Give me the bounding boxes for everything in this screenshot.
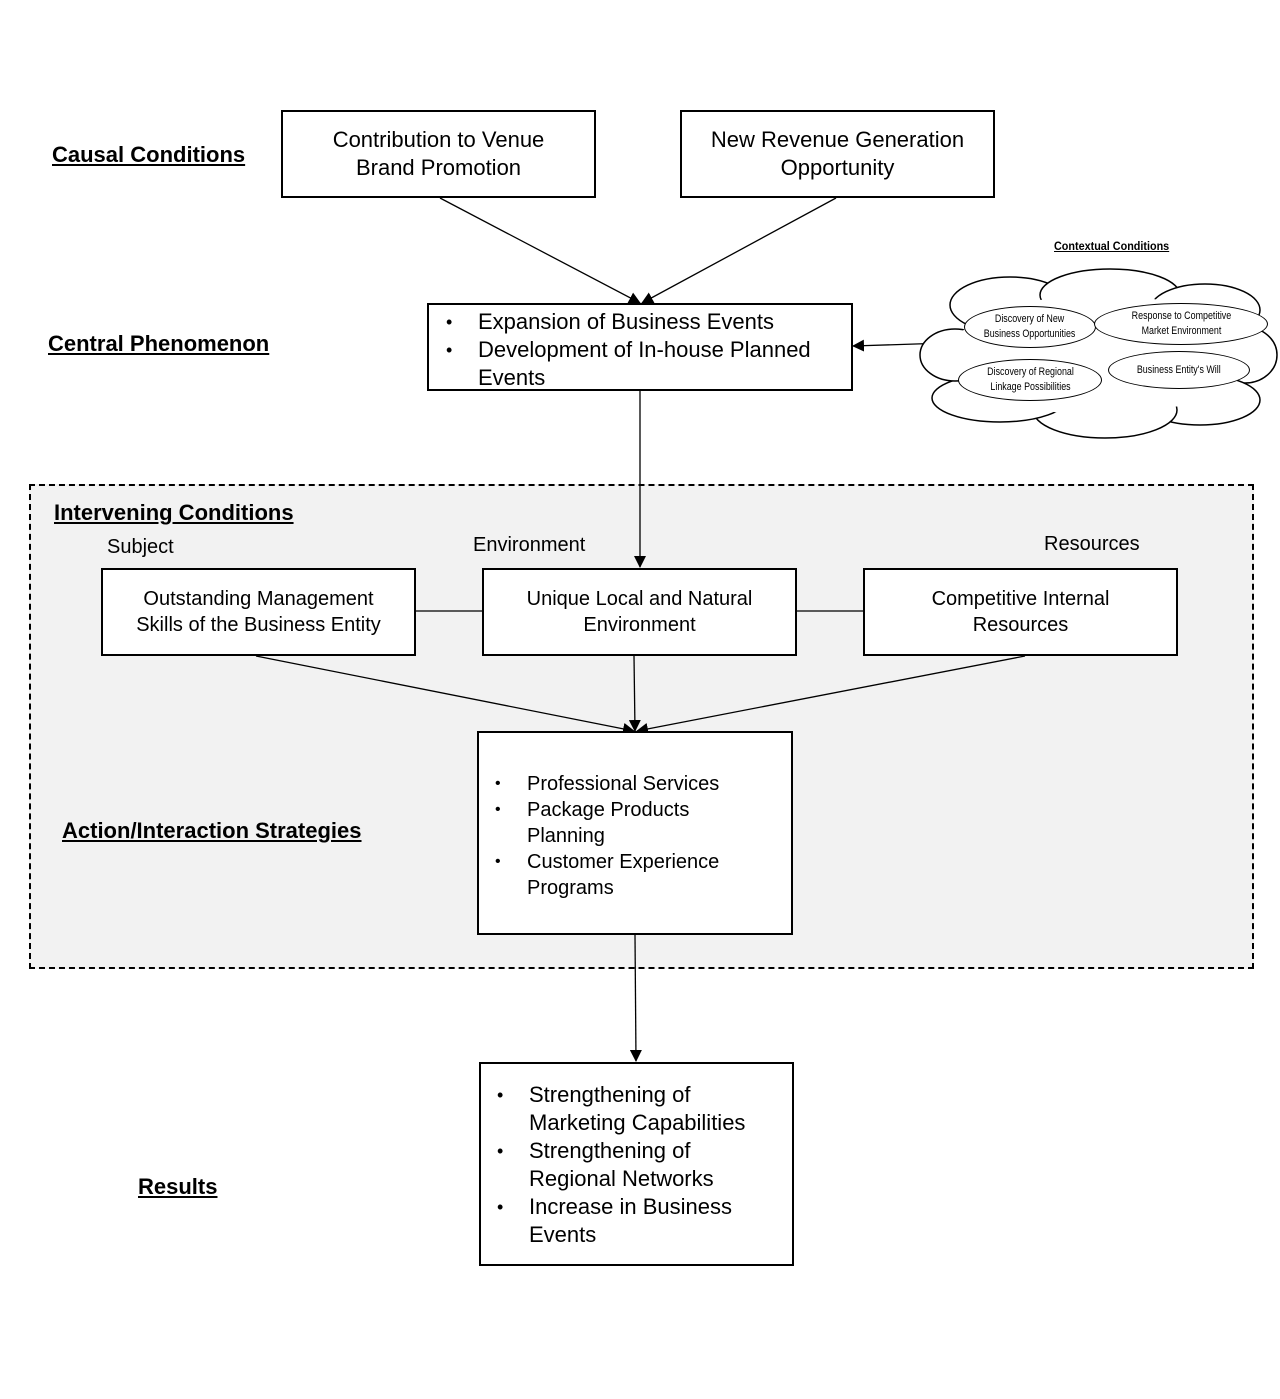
subject-box: Outstanding Management Skills of the Bus… <box>101 568 416 656</box>
resources-box: Competitive Internal Resources <box>863 568 1178 656</box>
results-label: Results <box>138 1174 218 1199</box>
causal-conditions-label: Causal Conditions <box>52 142 246 167</box>
ellipse-text-line: Discovery of Regional <box>986 366 1074 378</box>
environment-box: Unique Local and Natural Environment <box>482 568 797 656</box>
box-text-line: Resources <box>972 614 1069 636</box>
strategies-box: • Professional Services • Package Produc… <box>477 731 793 935</box>
bullet-glyph: • <box>497 1085 504 1105</box>
causal-box-revenue: New Revenue Generation Opportunity <box>680 110 995 198</box>
bullet-glyph: • <box>446 340 453 360</box>
list-item: • Increase in Business Events <box>481 1193 792 1249</box>
ellipse-text-line: Business Opportunities <box>984 328 1076 340</box>
ellipse-text-line: Discovery of New <box>995 313 1065 325</box>
list-item-text: Marketing Capabilities <box>529 1110 746 1135</box>
central-phenomenon-list: • Expansion of Business Events • Develop… <box>429 305 851 392</box>
list-item-text: Strengthening of <box>529 1138 691 1163</box>
bullet-glyph: • <box>446 312 453 332</box>
subject-label: Subject <box>107 536 174 558</box>
list-item-text: Professional Services <box>527 773 720 795</box>
list-item: • Development of In-house Planned Events <box>429 336 851 392</box>
central-phenomenon-box: • Expansion of Business Events • Develop… <box>427 303 853 391</box>
list-item-text: Strengthening of <box>529 1082 691 1107</box>
action-interaction-strategies-label: Action/Interaction Strategies <box>62 818 362 843</box>
bullet-glyph: • <box>497 1197 504 1217</box>
ellipse-text-line: Business Entity's Will <box>1137 363 1221 376</box>
environment-label: Environment <box>473 534 586 556</box>
list-item-text: Events <box>529 1222 597 1247</box>
box-text-line: Opportunity <box>780 155 895 180</box>
arrow-strategies-to-results <box>629 934 642 1062</box>
box-text-line: Contribution to Venue <box>332 127 545 152</box>
list-item-text: Programs <box>527 877 614 899</box>
arrow-environment-to-strategies <box>628 655 641 732</box>
ellipse-text-line: Linkage Possibilities <box>989 381 1071 393</box>
causal-box-venue-brand: Contribution to Venue Brand Promotion <box>281 110 596 198</box>
arrow-causal-left-to-central <box>439 197 641 304</box>
box-text-line: Brand Promotion <box>355 155 522 180</box>
bullet-glyph: • <box>497 1141 504 1161</box>
central-phenomenon-label: Central Phenomenon <box>48 331 270 356</box>
box-text-line: Outstanding Management <box>143 588 374 610</box>
arrow-causal-right-to-central <box>641 197 837 304</box>
list-item-text: Events <box>478 365 546 390</box>
contextual-conditions-title: Contextual Conditions <box>1054 239 1170 253</box>
list-item-text: Customer Experience <box>527 851 720 873</box>
list-item-text: Planning <box>527 825 605 847</box>
strategies-list: • Professional Services • Package Produc… <box>479 733 791 901</box>
box-text-line: Environment <box>583 614 696 636</box>
box-text-line: Skills of the Business Entity <box>136 614 381 636</box>
list-item: • Strengthening of Regional Networks <box>481 1137 792 1193</box>
bullet-glyph: • <box>495 801 501 818</box>
box-text-line: Competitive Internal <box>931 588 1110 610</box>
bullet-glyph: • <box>495 853 501 870</box>
list-item: • Expansion of Business Events <box>429 308 851 336</box>
list-item-text: Development of In-house Planned <box>478 337 811 362</box>
list-item: • Professional Services <box>479 771 791 797</box>
bullet-glyph: • <box>495 775 501 792</box>
list-item-text: Expansion of Business Events <box>478 309 774 334</box>
list-item-text: Increase in Business <box>529 1194 732 1219</box>
list-item-text: Package Products <box>527 799 690 821</box>
list-item: • Strengthening of Marketing Capabilitie… <box>481 1081 792 1137</box>
box-text-line: New Revenue Generation <box>710 127 965 152</box>
list-item-text: Regional Networks <box>529 1166 714 1191</box>
box-text-line: Unique Local and Natural <box>526 588 753 610</box>
arrow-resources-to-strategies <box>636 655 1026 735</box>
arrow-subject-to-strategies <box>255 655 635 735</box>
resources-label: Resources <box>1044 533 1140 555</box>
ellipse-text-line: Response to Competitive <box>1131 310 1231 322</box>
results-box: • Strengthening of Marketing Capabilitie… <box>479 1062 794 1266</box>
intervening-conditions-label: Intervening Conditions <box>54 500 294 525</box>
results-list: • Strengthening of Marketing Capabilitie… <box>481 1064 792 1249</box>
ellipse-text-line: Market Environment <box>1141 325 1221 337</box>
contextual-item: Business Entity's Will <box>1108 351 1250 389</box>
list-item: • Customer Experience Programs <box>479 849 791 901</box>
list-item: • Package Products Planning <box>479 797 791 849</box>
